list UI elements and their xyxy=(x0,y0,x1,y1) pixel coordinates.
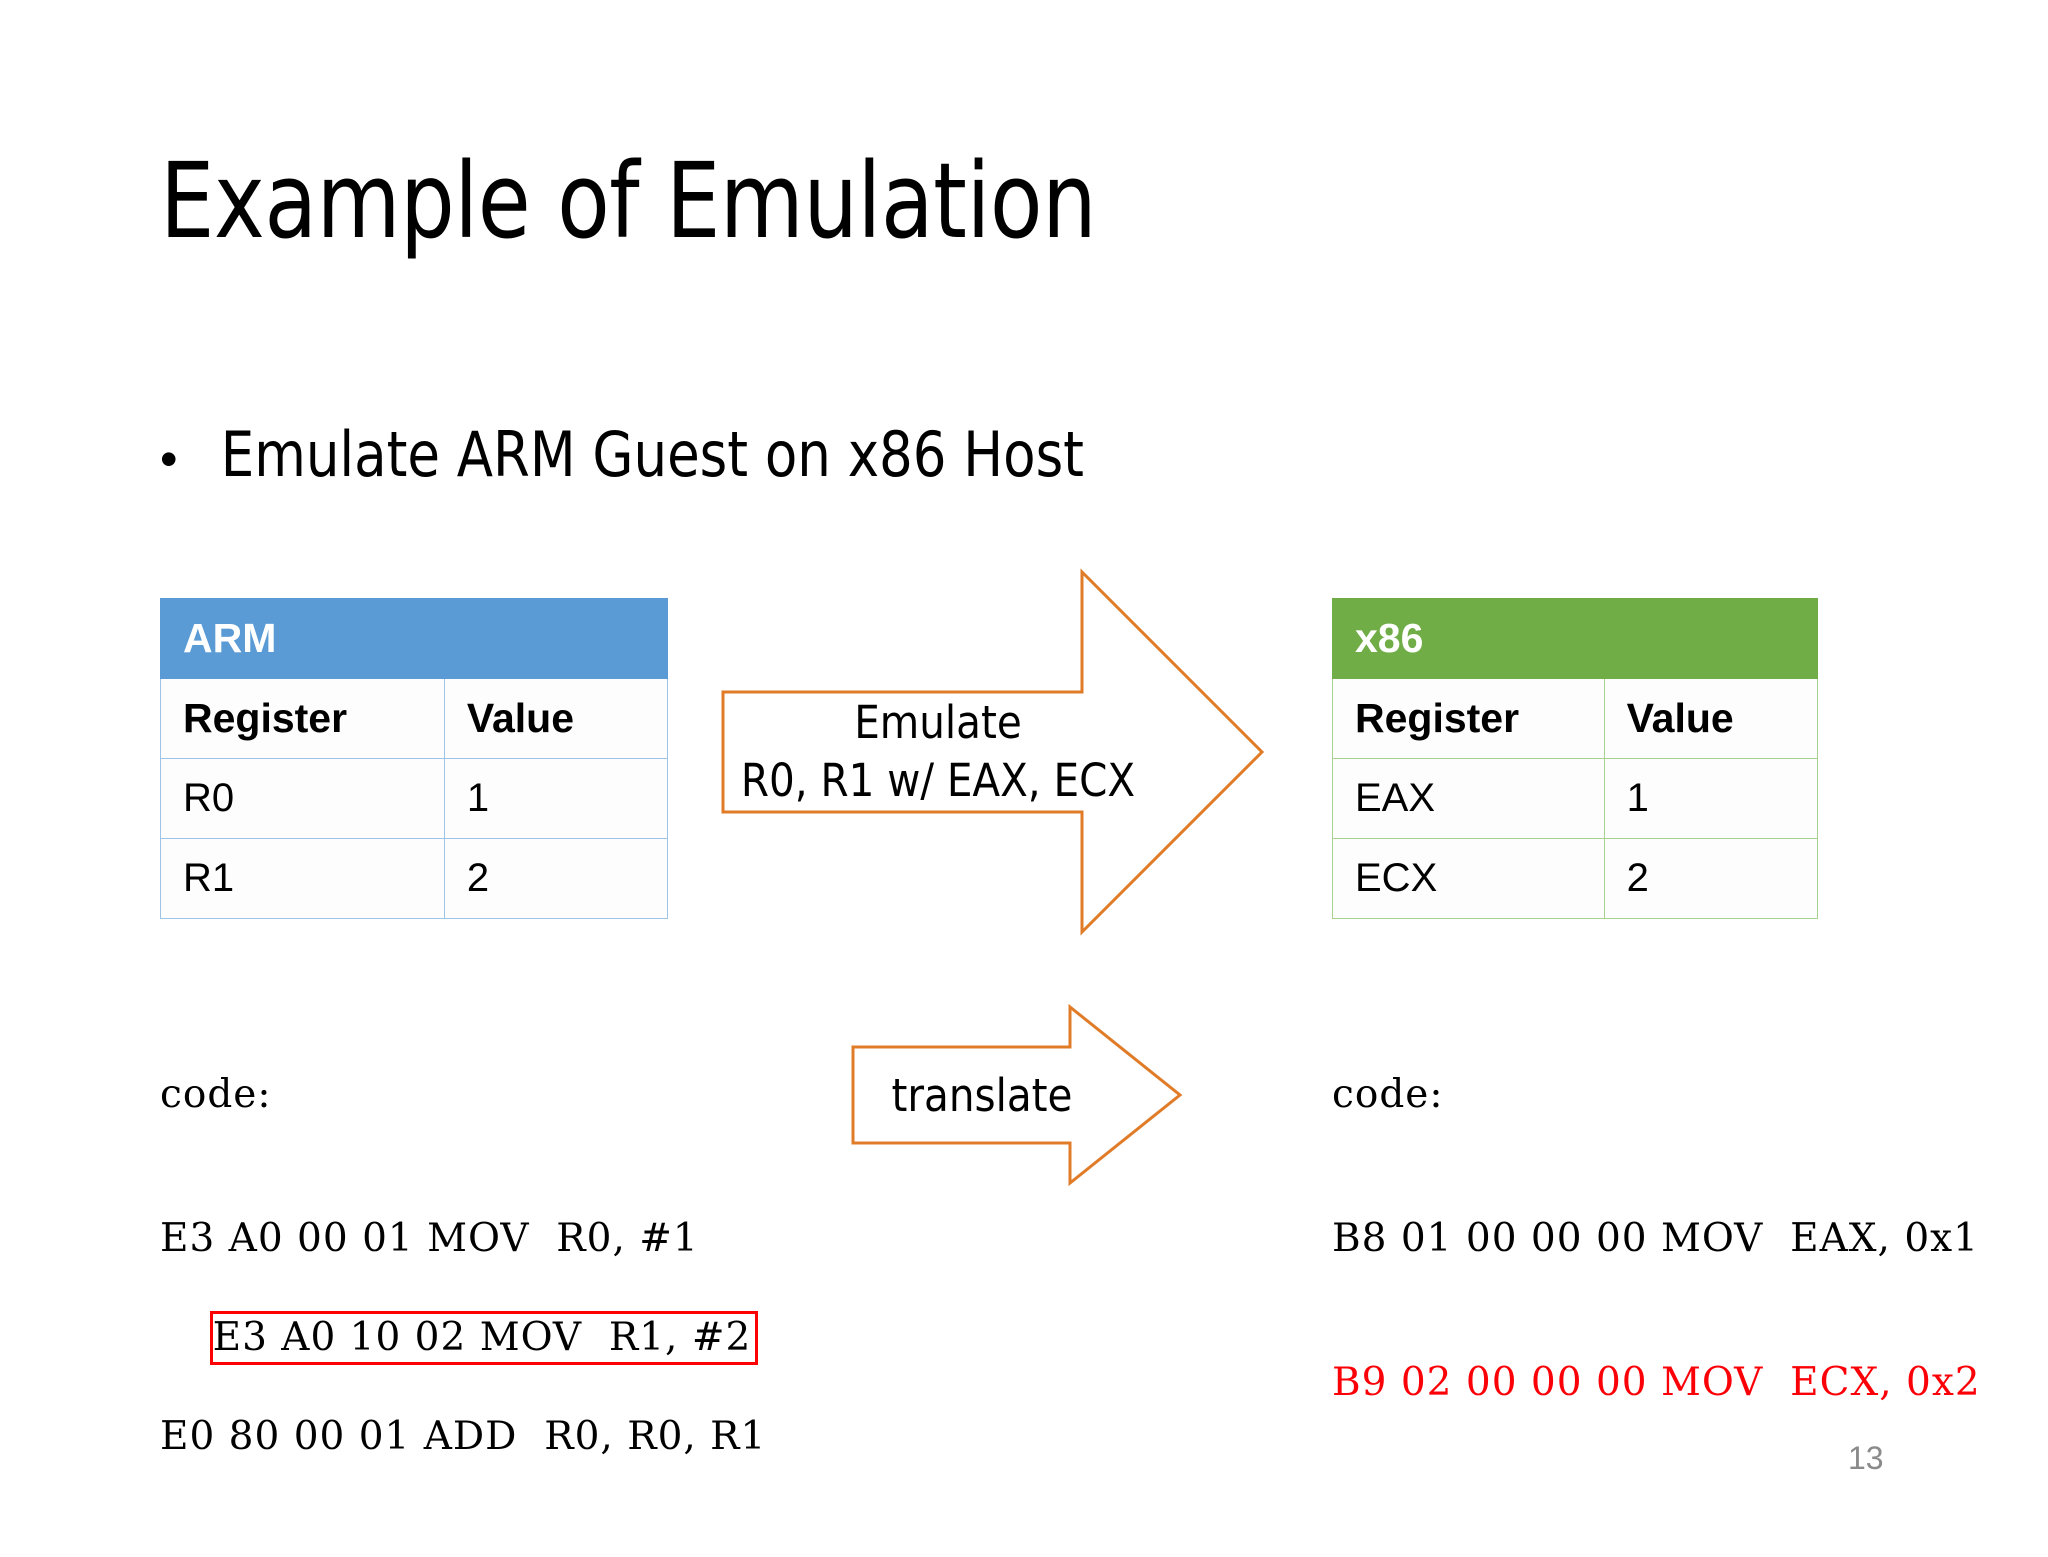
arm-register-table: ARM Register Value R0 1 R1 2 xyxy=(160,598,669,919)
x86-column-register: Register xyxy=(1332,678,1605,759)
slide-number: 13 xyxy=(1848,1440,1884,1476)
arm-row0-value: 1 xyxy=(443,758,669,839)
arm-code-line-0: E3 A0 00 01 MOV R0, #1 xyxy=(160,1216,699,1261)
x86-table-title: x86 xyxy=(1332,598,1818,679)
x86-code-label: code: xyxy=(1332,1072,1444,1117)
x86-code-line-0: B8 01 00 00 00 MOV EAX, 0x1 xyxy=(1332,1216,1979,1261)
table-title-row: x86 xyxy=(1332,598,1818,679)
x86-row0-value: 1 xyxy=(1603,758,1819,839)
arm-code-line-2: E0 80 00 01 ADD R0, R0, R1 xyxy=(160,1414,767,1459)
x86-register-table: x86 Register Value EAX 1 ECX 2 xyxy=(1332,598,1819,919)
x86-code-block: code: B8 01 00 00 00 MOV EAX, 0x1 B9 02 … xyxy=(1332,975,1981,1503)
table-row: R1 2 xyxy=(160,838,669,919)
x86-row0-register: EAX xyxy=(1332,758,1605,839)
x86-code-line-1: B9 02 00 00 00 MOV ECX, 0x2 xyxy=(1332,1360,1981,1405)
page-title: Example of Emulation xyxy=(160,140,1097,262)
translate-arrow: translate xyxy=(851,1003,1183,1187)
arm-column-value: Value xyxy=(443,678,669,759)
table-row: R0 1 xyxy=(160,758,669,839)
table-header-row: Register Value xyxy=(160,678,669,759)
right-arrow-icon xyxy=(851,1003,1183,1187)
right-arrow-icon xyxy=(721,568,1265,936)
arm-row1-register: R1 xyxy=(160,838,445,919)
table-row: EAX 1 xyxy=(1332,758,1819,839)
x86-row1-value: 2 xyxy=(1603,838,1819,919)
arm-code-line-1-highlighted: E3 A0 10 02 MOV R1, #2 xyxy=(209,1311,759,1365)
table-row: ECX 2 xyxy=(1332,838,1819,919)
arm-column-register: Register xyxy=(160,678,445,759)
arm-table-title: ARM xyxy=(160,598,668,679)
emulate-arrow: Emulate R0, R1 w/ EAX, ECX xyxy=(721,568,1265,936)
table-header-row: Register Value xyxy=(1332,678,1819,759)
x86-row1-register: ECX xyxy=(1332,838,1605,919)
bullet-item-label: Emulate ARM Guest on x86 Host xyxy=(220,418,1084,491)
arm-code-label: code: xyxy=(160,1072,272,1117)
arm-row0-register: R0 xyxy=(160,758,445,839)
bullet-list-item: • Emulate ARM Guest on x86 Host xyxy=(160,418,1106,491)
table-title-row: ARM xyxy=(160,598,668,679)
arm-code-block: code: E3 A0 00 01 MOV R0, #1 E3 A0 10 02… xyxy=(160,975,766,1557)
bullet-marker-icon: • xyxy=(160,431,178,487)
x86-column-value: Value xyxy=(1603,678,1819,759)
arm-row1-value: 2 xyxy=(443,838,669,919)
